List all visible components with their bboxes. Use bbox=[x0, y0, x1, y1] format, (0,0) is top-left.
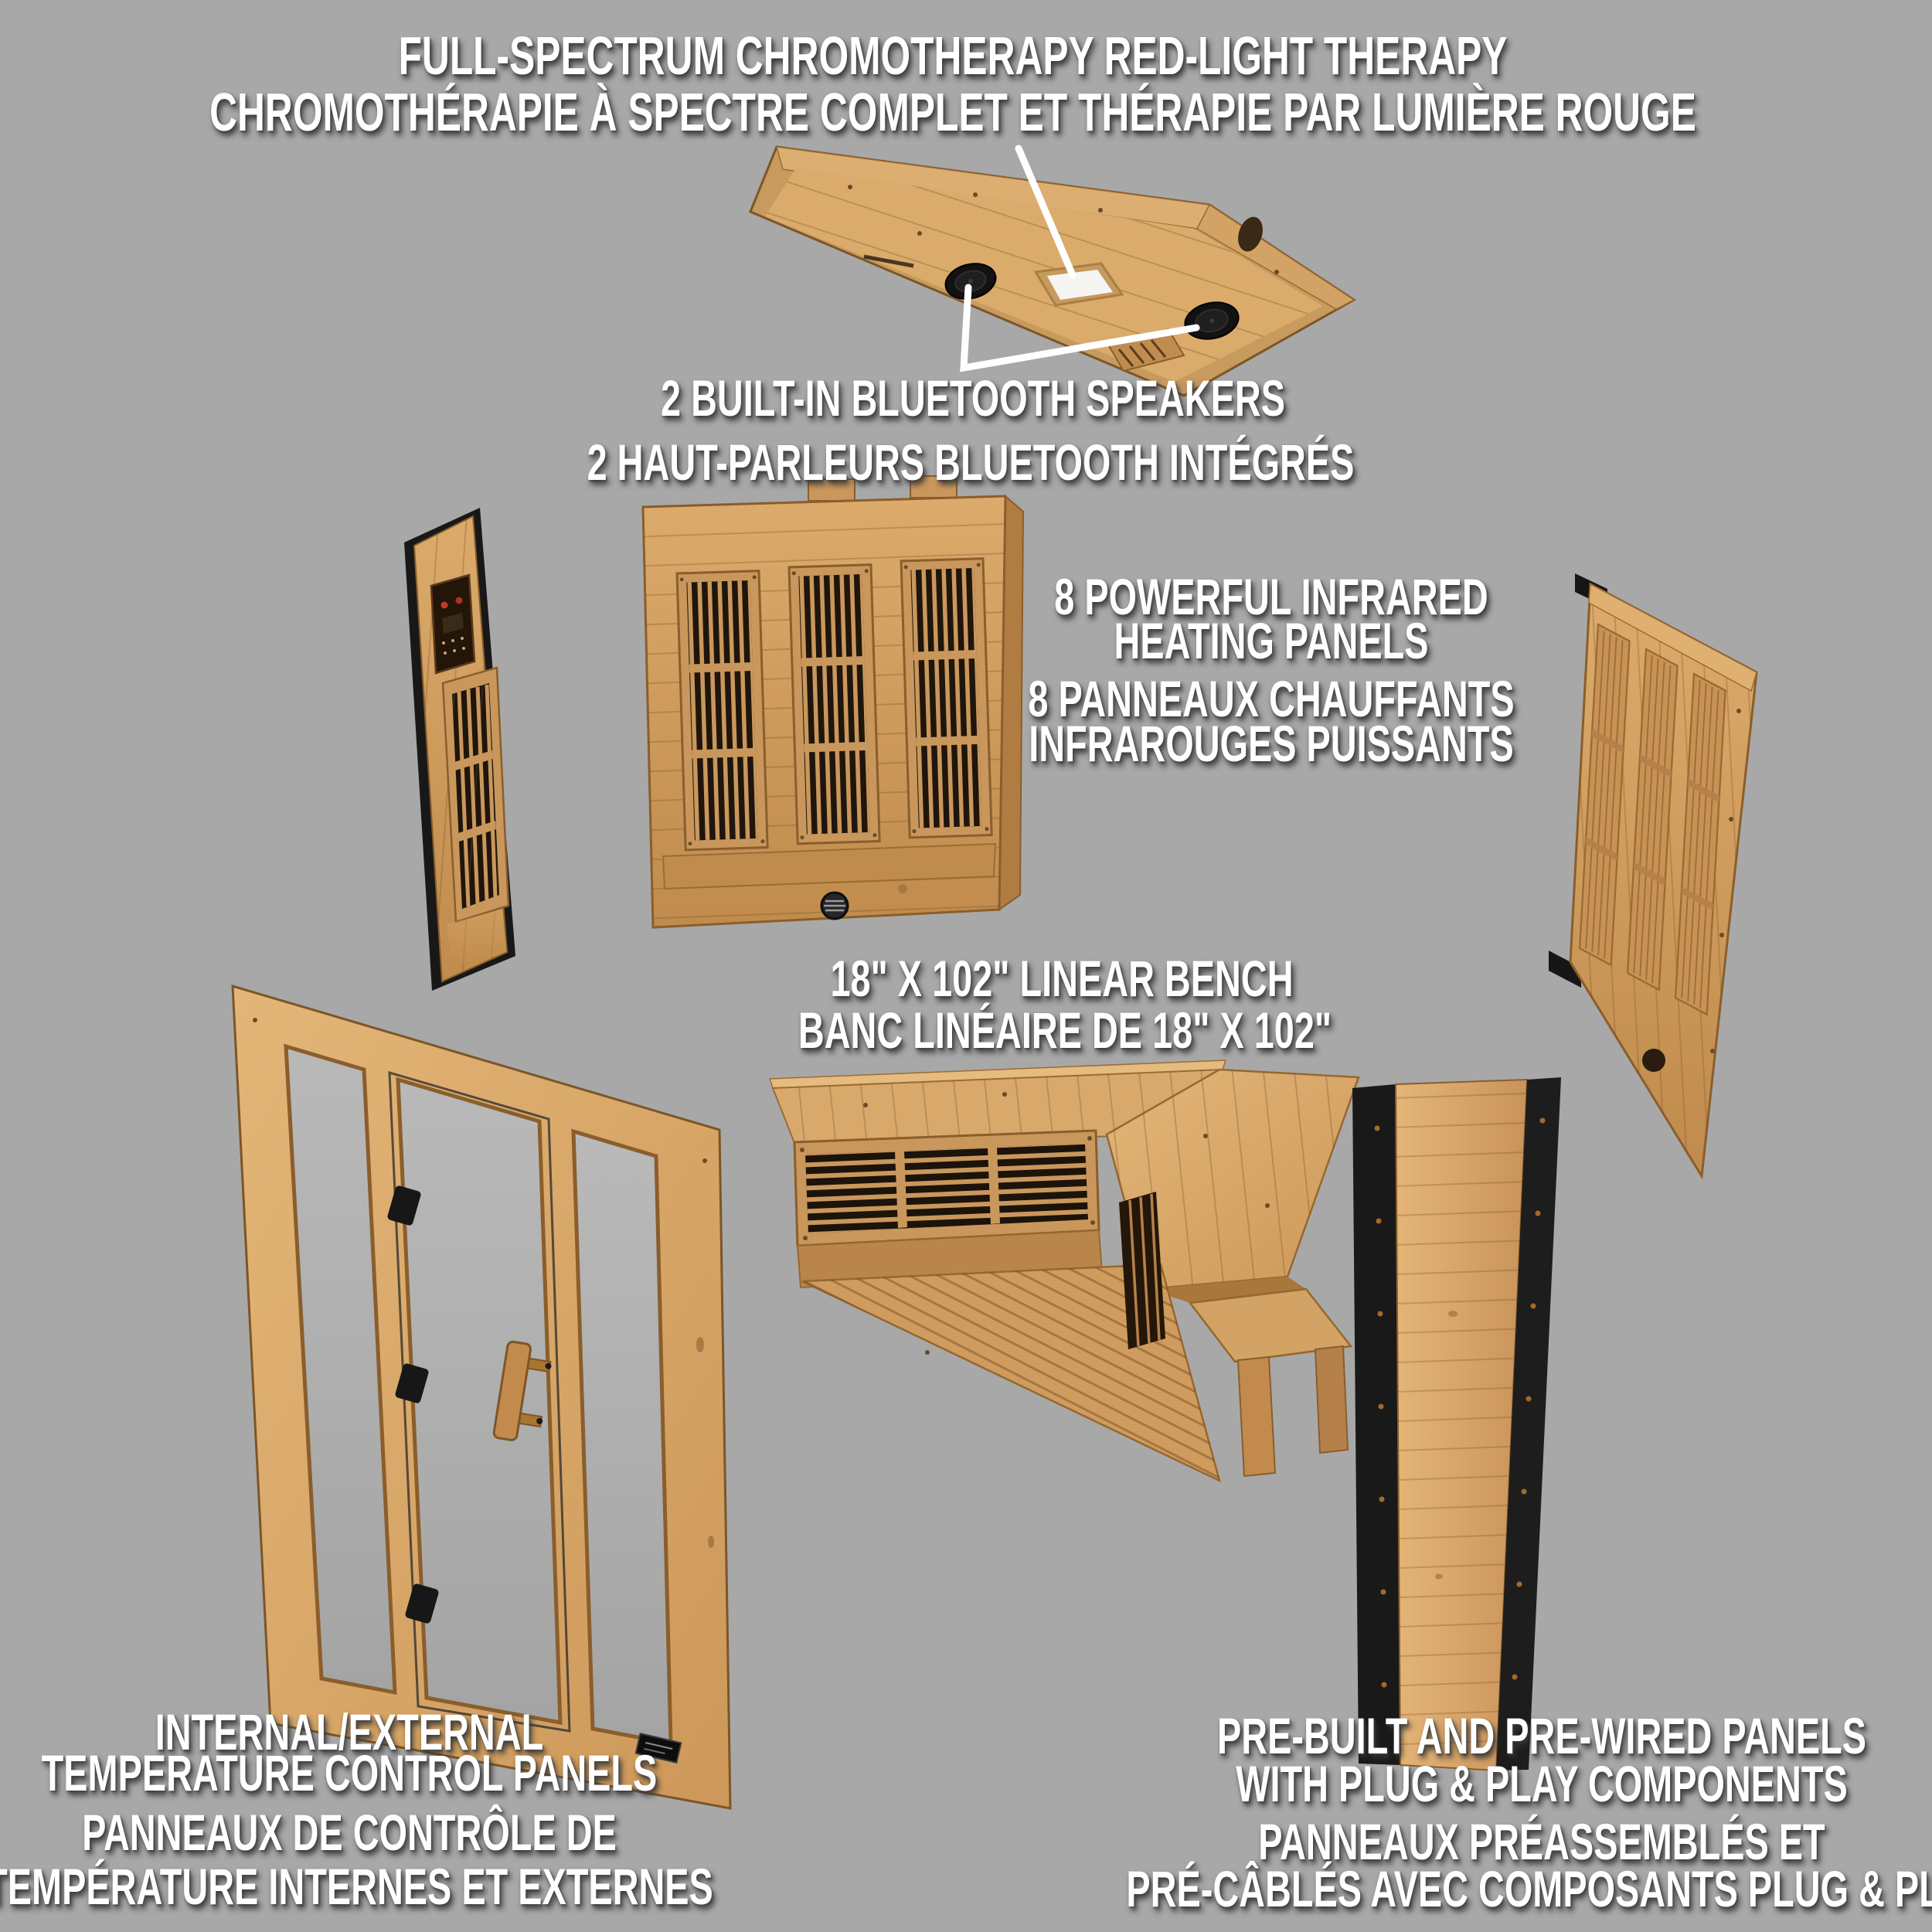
linear-bench bbox=[768, 1060, 1360, 1483]
ceiling-cable-hole bbox=[1238, 216, 1263, 252]
label-speakers-en: 2 BUILT-IN BLUETOOTH SPEAKERS bbox=[661, 369, 1285, 427]
side-wall-panel-right bbox=[1549, 573, 1758, 1180]
glass-door-pane bbox=[396, 1077, 563, 1726]
bluetooth-speaker-left-icon bbox=[944, 263, 997, 300]
ceiling-vent-grille-icon bbox=[1107, 328, 1185, 372]
ceiling-panel bbox=[749, 145, 1356, 397]
leader-lines bbox=[960, 145, 1200, 372]
label-temperature-fr-1: PANNEAUX DE CONTRÔLE DE bbox=[82, 1804, 617, 1861]
left-panel-heater-grille bbox=[441, 666, 510, 923]
label-temperature-fr-2: TEMPÉRATURE INTERNES ET EXTERNES bbox=[0, 1858, 713, 1915]
label-chromotherapy-en: FULL-SPECTRUM CHROMOTHERAPY RED-LIGHT TH… bbox=[398, 26, 1508, 86]
air-vent-icon bbox=[820, 891, 849, 920]
label-bench-en: 18" X 102" LINEAR BENCH bbox=[830, 950, 1294, 1007]
chromotherapy-leader-line bbox=[1015, 145, 1077, 279]
label-prewired-en-1: PRE-BUILT AND PRE-WIRED PANELS bbox=[1216, 1707, 1867, 1764]
control-panel-icon bbox=[430, 573, 476, 675]
label-prewired-fr-1: PANNEAUX PRÉASSEMBLÉS ET bbox=[1258, 1813, 1825, 1870]
label-heating-fr-1: 8 PANNEAUX CHAUFFANTS bbox=[1028, 670, 1515, 727]
front-door-panel bbox=[231, 984, 732, 1810]
bench-heater-grille bbox=[793, 1129, 1100, 1247]
brand-label-plate bbox=[634, 1733, 682, 1764]
corner-post-panel bbox=[1352, 1077, 1561, 1772]
label-heating-en-2: HEATING PANELS bbox=[1114, 612, 1429, 669]
door-hinge-icon bbox=[387, 1185, 439, 1624]
label-prewired-en-2: WITH PLUG & PLAY COMPONENTS bbox=[1236, 1755, 1848, 1812]
label-speakers-fr: 2 HAUT-PARLEURS BLUETOOTH INTÉGRÉS bbox=[587, 434, 1355, 491]
label-chromotherapy-fr: CHROMOTHÉRAPIE À SPECTRE COMPLET ET THÉR… bbox=[209, 82, 1696, 142]
label-temperature-en-2: TEMPERATURE CONTROL PANELS bbox=[41, 1744, 658, 1801]
label-prewired-fr-2: PRÉ-CÂBLÉS AVEC COMPOSANTS PLUG & PLAY bbox=[1126, 1860, 1932, 1917]
chromotherapy-light-icon bbox=[1033, 262, 1124, 307]
label-temperature-en-1: INTERNAL/EXTERNAL bbox=[155, 1703, 544, 1760]
door-handle-icon bbox=[492, 1340, 552, 1441]
back-wall-panel bbox=[641, 475, 1025, 929]
wall-cable-hole bbox=[1642, 1049, 1665, 1072]
side-wall-panel-left bbox=[404, 508, 515, 991]
label-heating-en-1: 8 POWERFUL INFRARED bbox=[1054, 568, 1488, 625]
label-heating-fr-2: INFRAROUGES PUISSANTS bbox=[1029, 715, 1514, 772]
glass-pane-left bbox=[284, 1043, 397, 1696]
speakers-leader-line bbox=[960, 284, 1200, 372]
label-bench-fr: BANC LINÉAIRE DE 18" X 102" bbox=[798, 1002, 1332, 1059]
bench-floor-skirt bbox=[801, 1263, 1221, 1483]
